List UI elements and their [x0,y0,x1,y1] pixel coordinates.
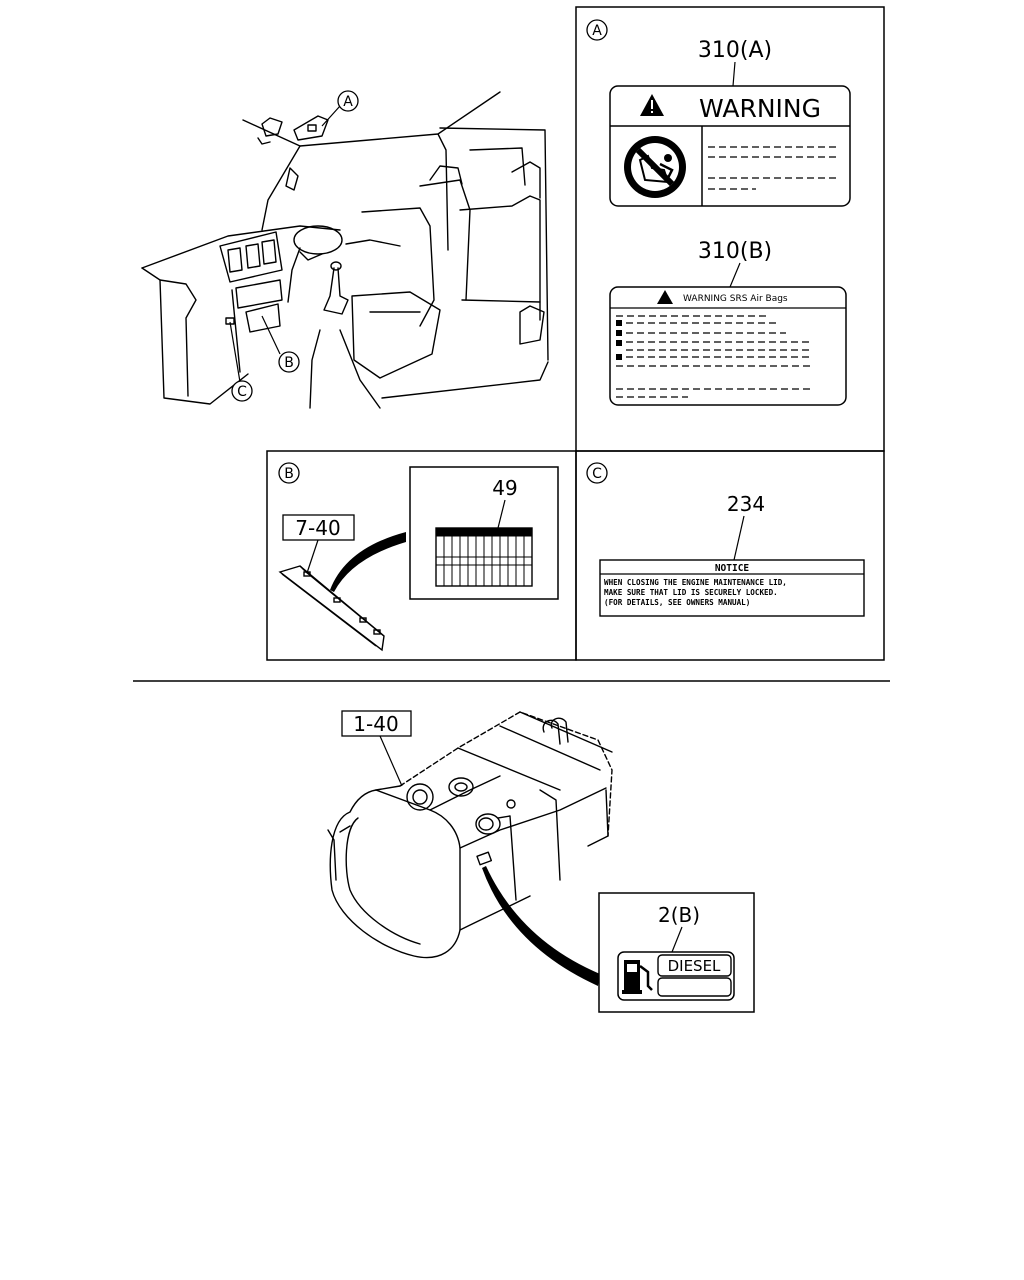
svg-text:C: C [237,384,247,400]
diesel-label-inset: 2(B) DIESEL [598,892,755,1013]
part-ref-1-40: 1-40 [353,712,398,736]
notice-line-3: (FOR DETAILS, SEE OWNERS MANUAL) [604,598,750,607]
warning-triangle-icon [640,94,664,116]
notice-label-234: NOTICE WHEN CLOSING THE ENGINE MAINTENAN… [599,559,865,617]
srs-bullets [616,320,622,360]
label-2b-ref: 2(B) [658,903,700,927]
panel-b-callout: B [284,466,294,482]
no-child-seat-icon [624,136,686,198]
svg-text:A: A [343,94,353,110]
notice-title: NOTICE [715,563,750,574]
warning-label-310a: WARNING [609,85,851,207]
notice-line-1: WHEN CLOSING THE ENGINE MAINTENANCE LID, [604,578,787,587]
fuel-tank-illustration [327,711,613,959]
label-310a-ref: 310(A) [698,38,772,63]
cab-leader-lines [229,105,341,383]
svg-text:B: B [284,355,294,371]
label-310b-ref: 310(B) [698,239,772,264]
cab-interior-illustration [141,91,549,409]
srs-title: WARNING SRS Air Bags [683,294,788,304]
warning-triangle-icon [657,290,673,304]
warning-word: WARNING [699,94,821,123]
callout-a-cab: A [337,90,359,112]
inset-ref-49: 49 [492,476,517,500]
srs-text-lines [616,315,812,398]
diesel-word: DIESEL [668,957,721,975]
panel-a: A 310(A) WARNING [575,6,885,452]
panel-c-callout: C [592,466,602,482]
pointer-arrow-b [330,532,406,592]
pointer-arrow-tank [482,866,600,986]
part-ref-7-40: 7-40 [295,516,340,540]
fuse-chart-label [435,527,533,587]
panel-b: B 7-40 49 [266,450,577,661]
callout-c-cab: C [231,380,253,402]
label-234-ref: 234 [727,492,765,516]
callout-b-cab: B [278,351,300,373]
panel-a-callout: A [592,23,602,39]
part-ref-box-1-40 [341,710,412,737]
fuel-pump-icon [622,960,653,994]
panel-c: C 234 NOTICE WHEN CLOSING THE ENGINE MAI… [575,450,885,661]
notice-line-2: MAKE SURE THAT LID IS SECURELY LOCKED. [604,588,778,597]
warning-text-lines [708,146,840,190]
glove-box-lid [278,565,385,652]
srs-airbag-label-310b: WARNING SRS Air Bags [609,286,847,406]
